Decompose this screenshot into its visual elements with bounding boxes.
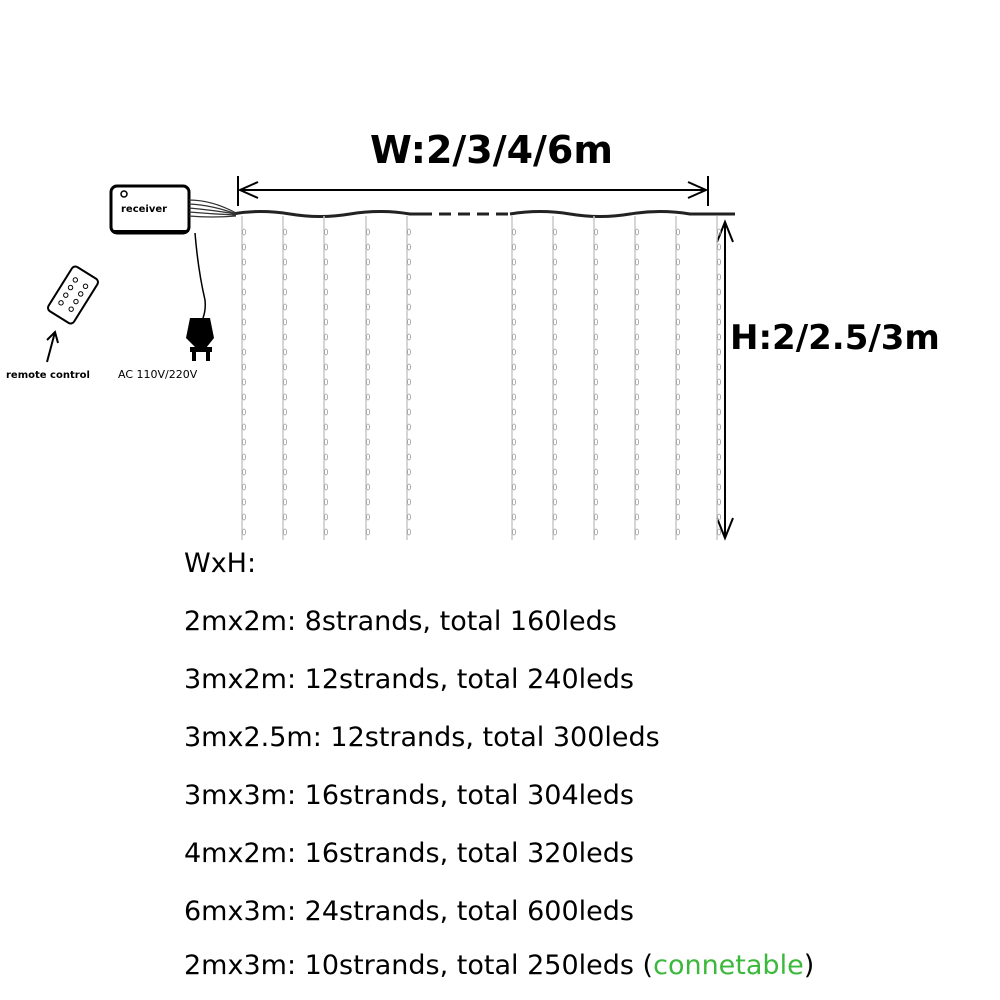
- spec-detail: 8strands, total 160leds: [304, 606, 617, 637]
- spec-detail: 12strands, total 300leds: [330, 722, 660, 753]
- light-strand: [511, 216, 517, 540]
- receiver-box: [109, 184, 191, 235]
- light-strand: [593, 216, 599, 540]
- light-strand: [634, 216, 640, 540]
- spec-row: 3mx2.5m: 12strands, total 300leds: [184, 722, 660, 753]
- power-plug: [186, 232, 214, 361]
- spec-detail: 10strands, total 250leds: [304, 950, 634, 981]
- spec-size: 4mx2m:: [184, 838, 297, 869]
- spec-detail: 12strands, total 240leds: [304, 664, 634, 695]
- spec-row: 6mx3m: 24strands, total 600leds: [184, 896, 634, 927]
- height-dimension-arrow: [716, 219, 734, 541]
- spec-size: 2mx2m:: [184, 606, 297, 637]
- height-label: H:2/2.5/3m: [730, 318, 940, 358]
- light-strand: [406, 216, 411, 540]
- width-dimension-arrow: [237, 176, 709, 206]
- top-wire: [231, 210, 735, 218]
- spec-row: 2mx2m: 8strands, total 160leds: [184, 606, 617, 637]
- spec-detail: 24strands, total 600leds: [304, 896, 634, 927]
- width-label: W:2/3/4/6m: [370, 128, 613, 172]
- spec-size: 2mx3m:: [184, 950, 297, 981]
- light-strand: [323, 216, 328, 540]
- spec-header: WxH:: [184, 548, 257, 579]
- remote-pointer-arrow: [46, 330, 59, 363]
- receiver-label: receiver: [121, 204, 168, 215]
- spec-detail: 16strands, total 320leds: [304, 838, 634, 869]
- spec-row: 3mx3m: 16strands, total 304leds: [184, 780, 634, 811]
- spec-row: 3mx2m: 12strands, total 240leds: [184, 664, 634, 695]
- spec-detail: 16strands, total 304leds: [304, 780, 634, 811]
- remote-control-icon: [47, 265, 99, 325]
- spec-size: 6mx3m:: [184, 896, 297, 927]
- light-strand: [716, 216, 722, 540]
- light-strand: [365, 216, 370, 540]
- light-strand: [282, 216, 287, 540]
- spec-size: 3mx3m:: [184, 780, 297, 811]
- spec-row: 2mx3m: 10strands, total 250leds (conneta…: [184, 950, 815, 981]
- receiver-cables: [188, 199, 237, 218]
- spec-note: connetable: [653, 950, 804, 981]
- curtain-light-diagram: [46, 176, 735, 541]
- spec-size: 3mx2m:: [184, 664, 297, 695]
- light-strand: [675, 216, 681, 540]
- light-strands: [241, 216, 722, 540]
- power-label: AC 110V/220V: [118, 368, 198, 381]
- spec-row: 4mx2m: 16strands, total 320leds: [184, 838, 634, 869]
- light-strand: [241, 216, 246, 540]
- spec-size: 3mx2.5m:: [184, 722, 322, 753]
- remote-control-label: remote control: [6, 370, 90, 381]
- light-strand: [552, 216, 558, 540]
